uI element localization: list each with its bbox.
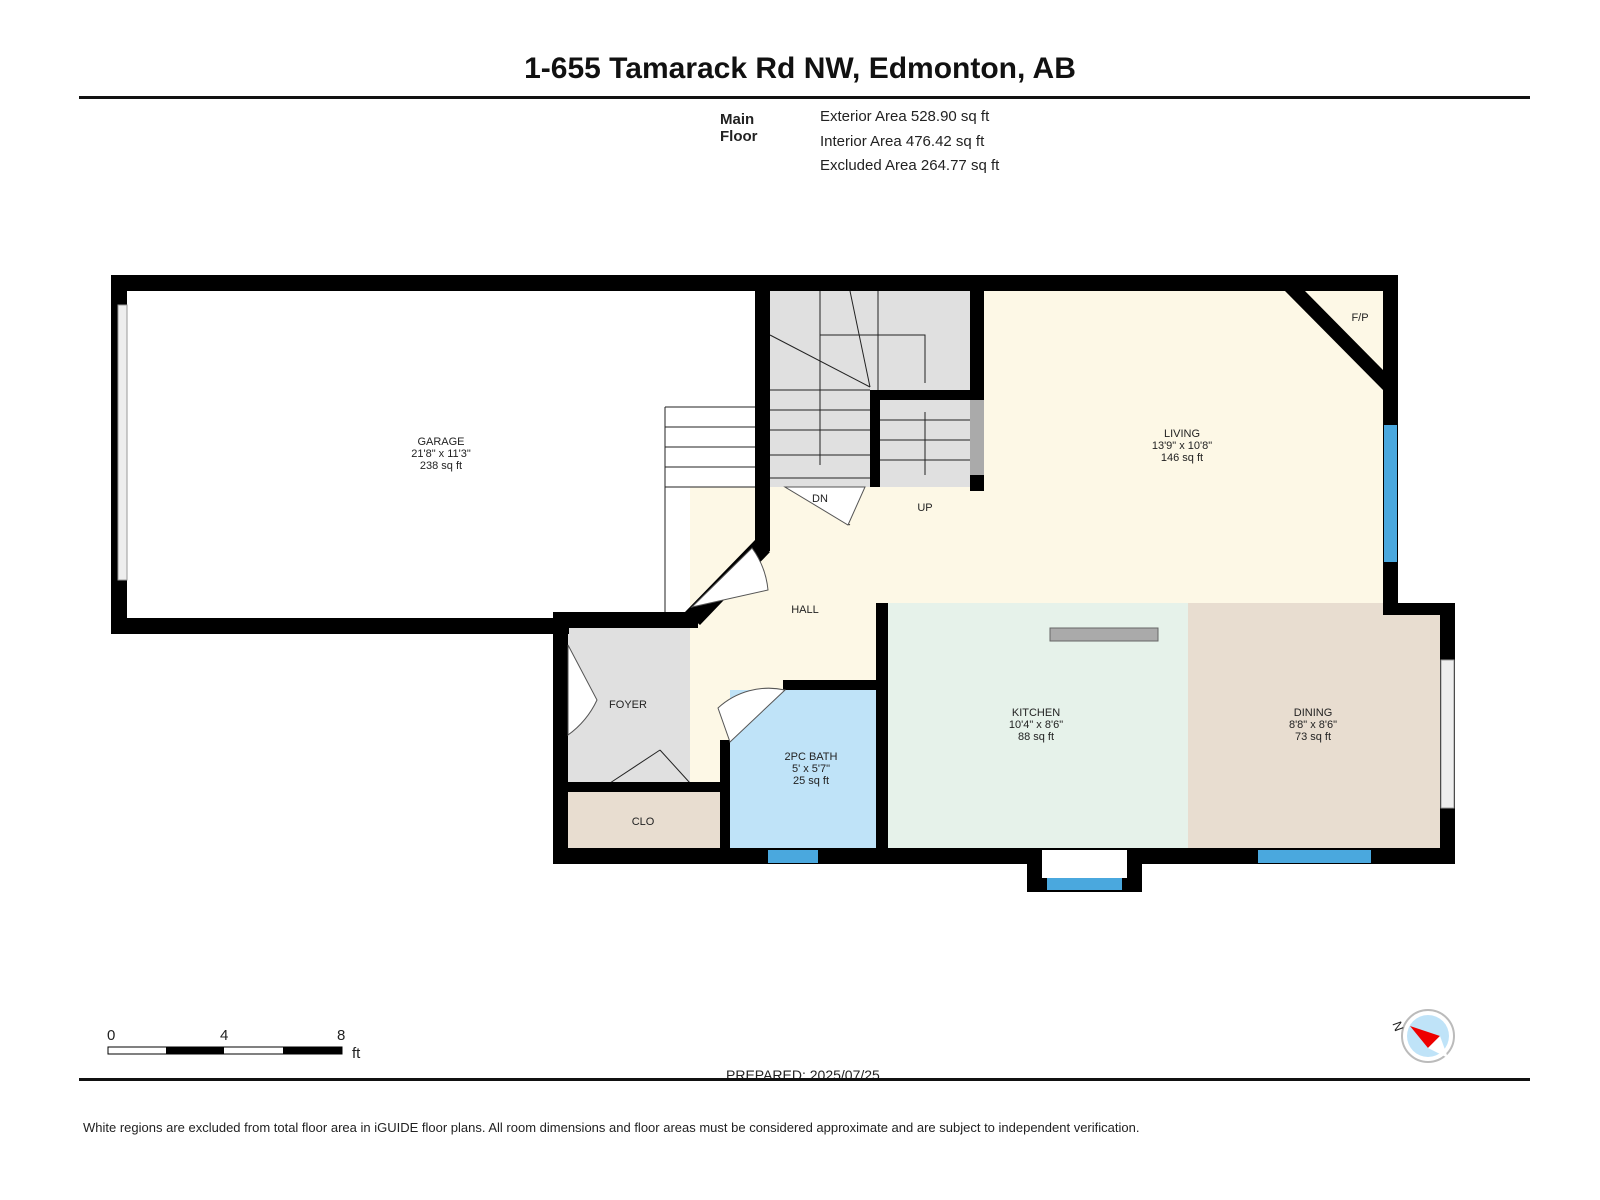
foyer-label: FOYER bbox=[609, 699, 647, 711]
exterior-area: Exterior Area 528.90 sq ft bbox=[820, 108, 990, 125]
kitchen-room bbox=[888, 603, 1188, 848]
scale-bar bbox=[107, 1046, 343, 1055]
dining-door[interactable] bbox=[1440, 659, 1455, 809]
garage-label: GARAGE 21'8" x 11'3" 238 sq ft bbox=[411, 436, 471, 472]
svg-text:13'9" x 10'8": 13'9" x 10'8" bbox=[1152, 440, 1212, 452]
interior-area: Interior Area 476.42 sq ft bbox=[820, 133, 985, 150]
floor-label: Main Floor bbox=[720, 111, 758, 145]
scale-tick-4: 4 bbox=[220, 1027, 229, 1044]
stairs-down-label: DN bbox=[812, 493, 828, 505]
compass-icon: N bbox=[1389, 1009, 1455, 1063]
doors[interactable] bbox=[567, 486, 866, 743]
svg-text:21'8" x 11'3": 21'8" x 11'3" bbox=[411, 448, 471, 460]
garage-door[interactable] bbox=[117, 304, 128, 581]
svg-text:KITCHEN: KITCHEN bbox=[1012, 707, 1060, 719]
stair-lines bbox=[609, 290, 970, 784]
svg-text:10'4" x 8'6": 10'4" x 8'6" bbox=[1009, 719, 1063, 731]
bath-label: 2PC BATH 5' x 5'7" 25 sq ft bbox=[785, 751, 838, 787]
scale-tick-0: 0 bbox=[107, 1027, 116, 1044]
windows bbox=[768, 425, 1397, 890]
svg-text:238 sq ft: 238 sq ft bbox=[420, 460, 462, 472]
svg-text:88 sq ft: 88 sq ft bbox=[1018, 731, 1054, 743]
svg-text:5' x 5'7": 5' x 5'7" bbox=[792, 763, 830, 775]
dining-label: DINING 8'8" x 8'6" 73 sq ft bbox=[1289, 707, 1337, 743]
kitchen-label: KITCHEN 10'4" x 8'6" 88 sq ft bbox=[1009, 707, 1063, 743]
hall-area bbox=[690, 487, 978, 792]
bay-opening bbox=[1042, 850, 1127, 878]
living-label: LIVING 13'9" x 10'8" 146 sq ft bbox=[1152, 428, 1212, 464]
disclaimer: White regions are excluded from total fl… bbox=[83, 1120, 1140, 1135]
fireplace-label: F/P bbox=[1351, 312, 1368, 324]
svg-text:2PC BATH: 2PC BATH bbox=[785, 751, 838, 763]
header-divider bbox=[79, 96, 1530, 99]
stair-rail bbox=[970, 400, 984, 475]
svg-text:DINING: DINING bbox=[1294, 707, 1333, 719]
svg-text:73 sq ft: 73 sq ft bbox=[1295, 731, 1331, 743]
svg-text:8'8" x 8'6": 8'8" x 8'6" bbox=[1289, 719, 1337, 731]
svg-text:25 sq ft: 25 sq ft bbox=[793, 775, 829, 787]
hall-label: HALL bbox=[791, 604, 819, 616]
scale-tick-8: 8 bbox=[337, 1027, 346, 1044]
excluded-area: Excluded Area 264.77 sq ft bbox=[820, 157, 1000, 174]
page-title: 1-655 Tamarack Rd NW, Edmonton, AB bbox=[524, 52, 1076, 85]
living-room bbox=[978, 291, 1383, 603]
closet bbox=[568, 792, 720, 850]
svg-text:GARAGE: GARAGE bbox=[417, 436, 464, 448]
dining-room bbox=[1188, 603, 1440, 848]
svg-text:146 sq ft: 146 sq ft bbox=[1161, 452, 1203, 464]
closet-label: CLO bbox=[632, 816, 655, 828]
kitchen-island bbox=[1049, 627, 1159, 642]
stairs-up-label: UP bbox=[917, 502, 932, 514]
scale-unit: ft bbox=[352, 1045, 361, 1062]
footer-divider bbox=[79, 1078, 1530, 1081]
svg-text:LIVING: LIVING bbox=[1164, 428, 1200, 440]
